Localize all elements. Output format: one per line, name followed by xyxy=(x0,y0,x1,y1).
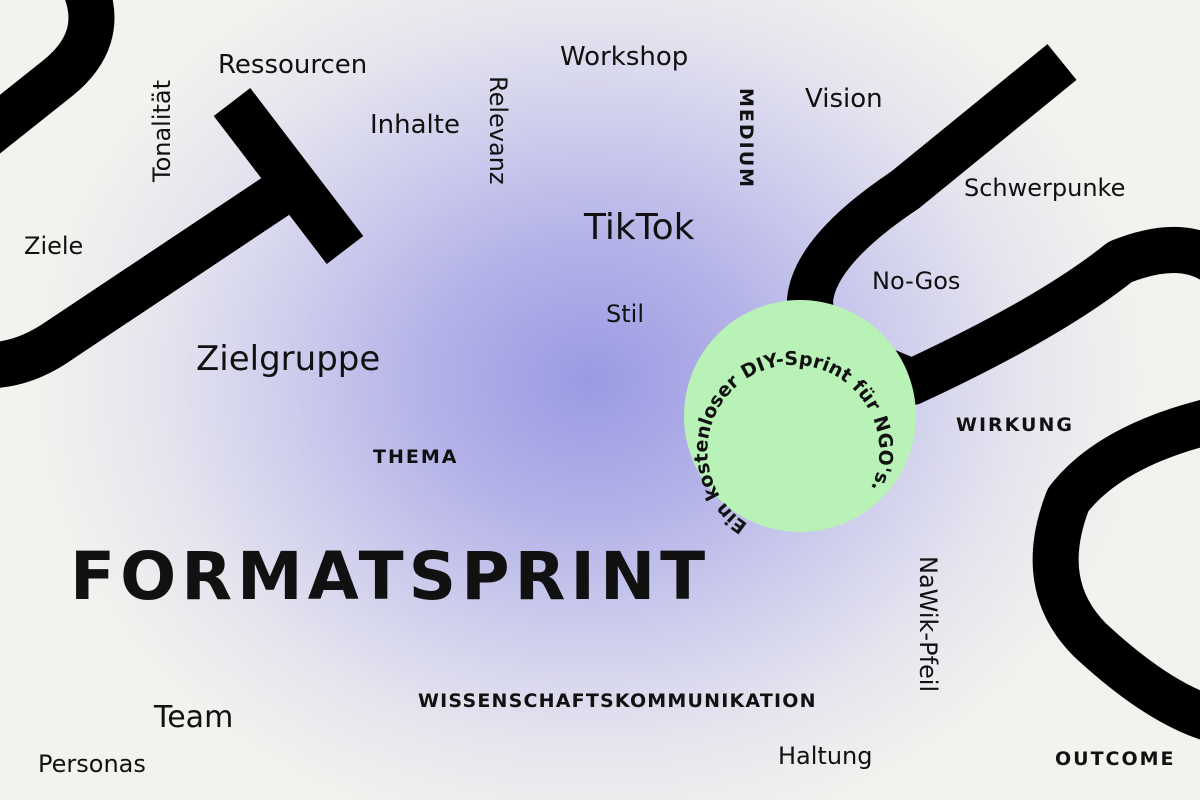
word-tiktok: TikTok xyxy=(584,207,695,248)
word-schwerpunke: Schwerpunke xyxy=(964,174,1126,202)
word-workshop: Workshop xyxy=(560,42,689,72)
right-bottom-road-path xyxy=(1032,400,1200,740)
word-ziele: Ziele xyxy=(24,232,84,260)
word-outcome: OUTCOME xyxy=(1055,748,1176,770)
word-vision: Vision xyxy=(805,84,883,114)
word-haltung: Haltung xyxy=(778,742,873,770)
top-left-curve-path xyxy=(0,0,115,154)
word-thema: THEMA xyxy=(373,446,459,468)
badge-circle xyxy=(684,300,916,532)
t-arrow-diagonal-path xyxy=(0,160,313,388)
word-personas: Personas xyxy=(38,750,146,778)
right-winding-road-path xyxy=(787,44,1200,405)
word-ressourcen: Ressourcen xyxy=(218,50,368,80)
word-inhalte: Inhalte xyxy=(370,110,460,140)
word-wirkung: WIRKUNG xyxy=(956,414,1074,436)
word-stil: Stil xyxy=(606,300,644,328)
word-zielgruppe: Zielgruppe xyxy=(196,339,381,379)
word-nogos: No-Gos xyxy=(872,267,961,295)
page-title: FORMATSPRINT xyxy=(70,538,711,615)
word-team: Team xyxy=(154,700,234,735)
word-wissenschaftskommunikation: WISSENSCHAFTSKOMMUNIKATION xyxy=(418,690,817,712)
t-arrow-crossbar-path xyxy=(213,88,364,264)
